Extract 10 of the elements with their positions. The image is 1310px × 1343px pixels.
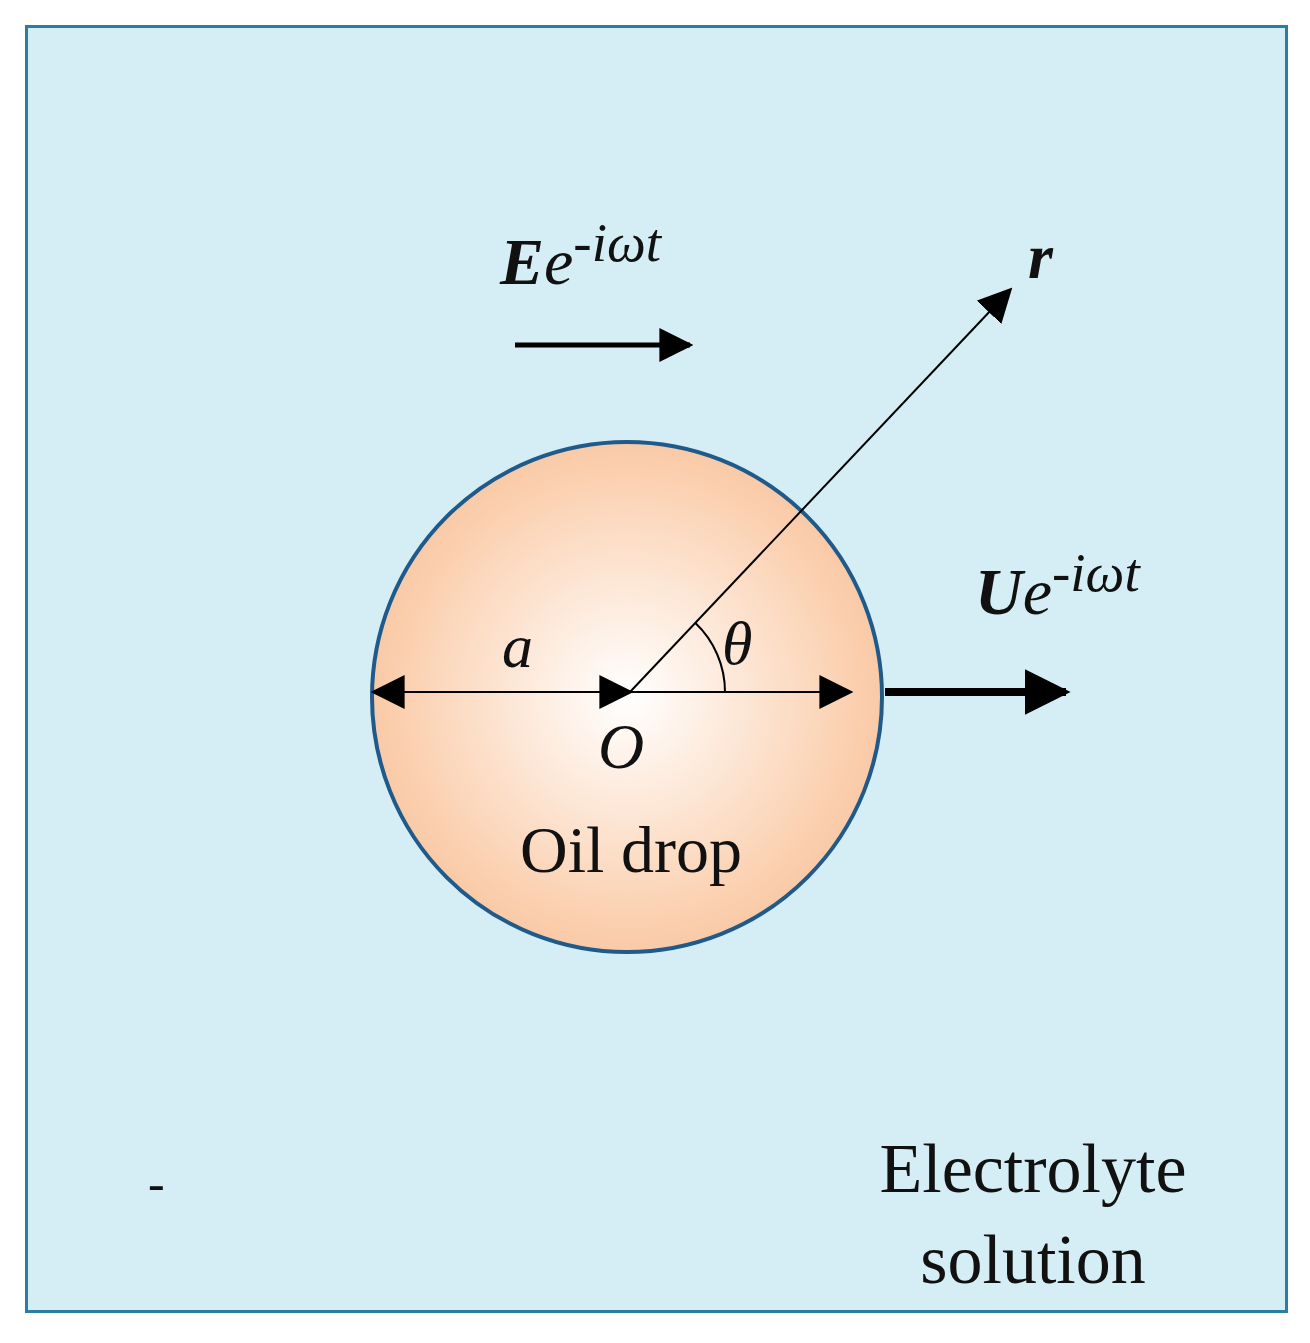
velocity-label: Ue$^{-iωt}$ [975, 545, 1140, 625]
dash-mark: - [148, 1158, 165, 1208]
region-label: Oil drop [519, 814, 743, 887]
origin-label: O [598, 715, 645, 779]
vector-label: r [1028, 225, 1053, 289]
radius-label: a [502, 615, 533, 677]
angle-label: θ [722, 612, 753, 674]
region-label: Electrolyte solution [878, 1129, 1188, 1300]
field-label: Ee$^{-iωt}$ [500, 215, 662, 295]
solution-panel [25, 25, 1288, 1313]
